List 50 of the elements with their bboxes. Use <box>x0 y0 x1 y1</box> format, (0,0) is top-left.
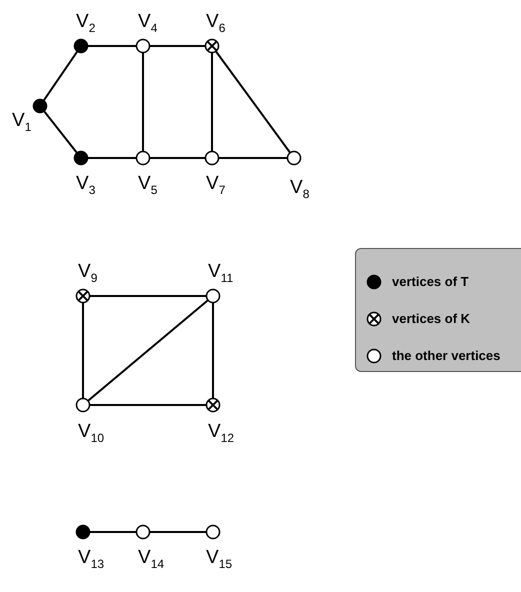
open-vertex <box>286 150 302 166</box>
legend-text: vertices of T <box>392 274 469 289</box>
vertex-label: V$_{3}$ <box>76 174 96 199</box>
edge-line <box>212 303 214 398</box>
vertex-label: V$_{7}$ <box>206 174 226 199</box>
open-vertex <box>135 150 151 166</box>
edge-line <box>43 51 78 101</box>
edge-line <box>88 157 136 159</box>
edge-line <box>90 404 206 406</box>
vertex-label: V$_{5}$ <box>138 174 158 199</box>
vertex-label: V$_{11}$ <box>208 262 234 287</box>
crossed-vertex <box>204 38 220 54</box>
open-vertex <box>205 524 221 540</box>
legend-text: the other vertices <box>392 348 500 363</box>
open-vertex <box>205 288 221 304</box>
vertex-label: V$_{12}$ <box>208 422 234 447</box>
legend-text: vertices of K <box>392 311 470 326</box>
vertex-label: V$_{8}$ <box>290 178 310 203</box>
vertex-label: V$_{13}$ <box>78 548 104 573</box>
open-vertex <box>204 150 220 166</box>
vertex-label: V$_{1}$ <box>12 111 32 136</box>
filled-vertex <box>75 524 91 540</box>
crossed-vertex <box>75 288 91 304</box>
filled-vertex <box>73 150 89 166</box>
edge-line <box>90 531 136 533</box>
edge-line <box>215 51 291 153</box>
vertex-label: V$_{4}$ <box>138 12 158 37</box>
open-vertex <box>135 524 151 540</box>
edge-line <box>88 45 136 47</box>
edge-line <box>142 53 144 151</box>
edge-line <box>211 53 213 151</box>
crossed-vertex <box>205 397 221 413</box>
vertex-label: V$_{6}$ <box>206 12 226 37</box>
edge-line <box>44 110 78 154</box>
open-vertex <box>75 397 91 413</box>
vertex-label: V$_{14}$ <box>138 548 164 573</box>
vertex-label: V$_{10}$ <box>78 422 104 447</box>
edge-line <box>150 45 205 47</box>
edge-line <box>82 303 84 398</box>
edge-line <box>219 157 287 159</box>
filled-vertex <box>73 38 89 54</box>
edge-line <box>88 300 208 402</box>
open-vertex <box>135 38 151 54</box>
filled-vertex <box>32 98 48 114</box>
edge-line <box>150 531 206 533</box>
vertex-label: V$_{15}$ <box>206 548 232 573</box>
vertex-label: V$_{2}$ <box>76 12 96 37</box>
edge-line <box>150 157 205 159</box>
edge-line <box>90 295 206 297</box>
vertex-label: V$_{9}$ <box>78 262 98 287</box>
